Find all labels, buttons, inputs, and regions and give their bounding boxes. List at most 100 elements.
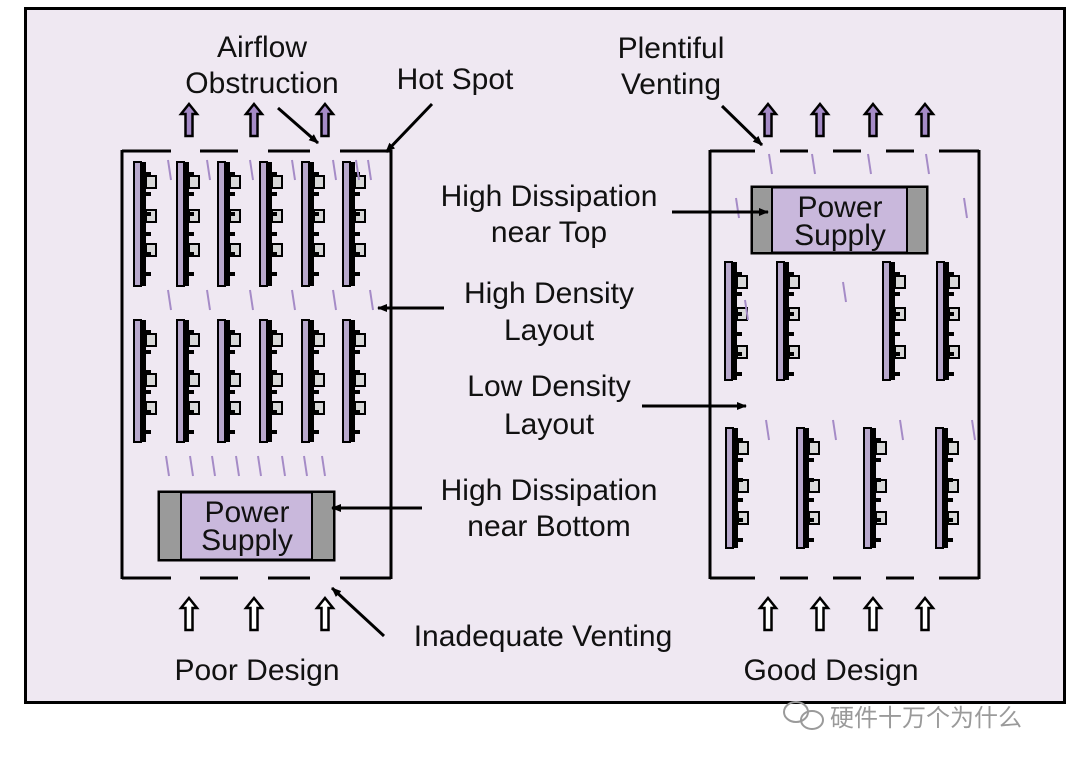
circuit-card xyxy=(217,319,241,443)
vent-arrow-icon xyxy=(314,101,336,138)
airflow-streak xyxy=(925,153,930,175)
watermark-text: 硬件十万个为什么 xyxy=(830,704,1022,732)
airflow-streak xyxy=(963,197,968,219)
circuit-card xyxy=(133,161,157,287)
airflow-streak xyxy=(971,419,976,441)
circuit-card xyxy=(217,161,241,287)
vent-arrow-icon xyxy=(243,101,265,138)
vent-arrow-icon xyxy=(178,101,200,138)
vent-arrow-icon xyxy=(314,595,336,632)
circuit-card xyxy=(342,161,366,287)
circuit-card xyxy=(935,427,959,549)
vent-arrow-icon xyxy=(914,595,936,632)
airflow-streak xyxy=(744,299,749,321)
vent-arrow-icon xyxy=(862,595,884,632)
good-power-supply: Power Supply xyxy=(750,185,929,255)
circuit-card xyxy=(176,319,200,443)
airflow-streak xyxy=(367,159,372,181)
airflow-streak xyxy=(249,159,254,181)
good-enclosure xyxy=(708,149,981,580)
pointer-lines xyxy=(277,102,769,638)
circuit-card xyxy=(176,161,200,287)
circuit-card xyxy=(725,427,749,549)
vent-arrow-icon xyxy=(914,101,936,138)
airflow-streak xyxy=(206,289,211,311)
poor-power-supply: Power Supply xyxy=(157,490,336,562)
circuit-card xyxy=(301,161,325,287)
label-low-density-2: Layout xyxy=(504,408,595,441)
vent-arrow-icon xyxy=(809,101,831,138)
poor-circuit-cards xyxy=(133,161,366,443)
vent-arrow-icon xyxy=(757,595,779,632)
airflow-streak xyxy=(811,153,816,175)
good-circuit-cards xyxy=(724,261,960,549)
psu-label-line2: Supply xyxy=(794,219,886,252)
airflow-streak xyxy=(735,197,740,219)
pointer-plentiful-venting xyxy=(720,104,764,147)
airflow-streak xyxy=(291,289,296,311)
label-inadequate-venting: Inadequate Venting xyxy=(414,620,673,653)
label-airflow-obstruction-2: Obstruction xyxy=(185,67,338,100)
circuit-card xyxy=(133,319,157,443)
airflow-streak xyxy=(332,289,337,311)
circuit-card xyxy=(259,319,283,443)
circuit-card xyxy=(301,319,325,443)
wechat-icon xyxy=(783,701,824,730)
airflow-streak xyxy=(257,455,262,477)
airflow-streak xyxy=(332,159,337,181)
vent-arrow-icon xyxy=(243,595,265,632)
airflow-streak xyxy=(165,455,170,477)
airflow-streak xyxy=(189,455,194,477)
label-high-dissipation-top-1: High Dissipation xyxy=(441,180,658,213)
label-high-dissipation-top-2: near Top xyxy=(491,216,607,249)
airflow-streak xyxy=(291,159,296,181)
circuit-card xyxy=(882,261,906,381)
vent-arrow-icon xyxy=(862,101,884,138)
vent-arrow-icon xyxy=(757,101,779,138)
psu-label-line2: Supply xyxy=(201,524,293,557)
airflow-streak xyxy=(899,419,904,441)
vent-arrow-icon xyxy=(809,595,831,632)
airflow-streak xyxy=(765,419,770,441)
airflow-streak xyxy=(281,455,286,477)
label-high-dissipation-bottom-1: High Dissipation xyxy=(441,474,658,507)
pointer-inadequate-venting xyxy=(330,586,386,638)
circuit-card xyxy=(863,427,887,549)
label-hot-spot: Hot Spot xyxy=(397,63,514,96)
pointer-hot-spot xyxy=(384,102,434,154)
airflow-streak xyxy=(167,289,172,311)
airflow-streak xyxy=(369,289,374,311)
pointer-airflow-obstruction xyxy=(277,106,319,145)
label-high-dissipation-bottom-2: near Bottom xyxy=(467,510,630,543)
label-plentiful-venting-1: Plentiful xyxy=(618,32,725,65)
psu-label-line1: Power xyxy=(204,496,289,529)
airflow-streak xyxy=(206,159,211,181)
airflow-streak xyxy=(235,455,240,477)
circuit-card xyxy=(342,319,366,443)
airflow-streak xyxy=(842,281,847,303)
circuit-card xyxy=(796,427,820,549)
airflow-streak xyxy=(321,455,326,477)
poor-airflow-streaks xyxy=(165,159,374,477)
good-airflow-streaks xyxy=(735,153,976,441)
vent-arrows xyxy=(178,101,936,632)
circuit-card xyxy=(776,261,800,381)
airflow-streak xyxy=(211,455,216,477)
circuit-card xyxy=(936,261,960,381)
airflow-streak xyxy=(355,159,360,181)
label-high-density-2: Layout xyxy=(504,314,595,347)
label-poor-design: Poor Design xyxy=(174,654,339,687)
label-plentiful-venting-2: Venting xyxy=(621,68,721,101)
watermark: 硬件十万个为什么 xyxy=(783,701,1022,732)
label-low-density-1: Low Density xyxy=(467,370,630,403)
airflow-streak xyxy=(303,455,308,477)
label-high-density-1: High Density xyxy=(464,277,634,310)
label-airflow-obstruction-1: Airflow xyxy=(217,31,307,64)
airflow-streak xyxy=(167,159,172,181)
airflow-streak xyxy=(249,289,254,311)
circuit-card xyxy=(259,161,283,287)
airflow-streak xyxy=(867,153,872,175)
airflow-streak xyxy=(768,153,773,175)
airflow-streak xyxy=(832,419,837,441)
